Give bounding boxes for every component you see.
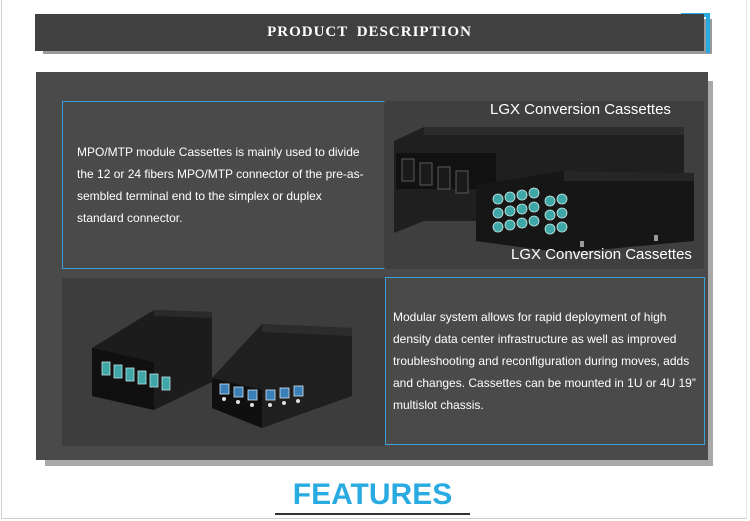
features-heading: FEATURES: [292, 478, 453, 511]
features-underline: [275, 513, 470, 515]
mpo-cassettes-illustration: [92, 310, 352, 428]
description-box-2: Modular system allows for rapid deployme…: [385, 277, 705, 445]
description-text-1: MPO/MTP module Cassettes is mainly used …: [77, 145, 364, 225]
description-box-1: MPO/MTP module Cassettes is mainly used …: [62, 101, 386, 269]
image-caption-bottom: LGX Conversion Cassettes: [511, 246, 692, 263]
lgx-cassettes-image: LGX Conversion Cassettes LGX Conversion …: [384, 101, 704, 269]
image-caption-top: LGX Conversion Cassettes: [490, 101, 671, 118]
banner-accent-side: [706, 13, 710, 53]
lgx-cassettes-illustration: [394, 127, 694, 253]
header-banner: PRODUCT DESCRIPTION: [35, 14, 704, 51]
description-text-2: Modular system allows for rapid deployme…: [393, 310, 696, 412]
mpo-cassettes-image: [62, 278, 385, 446]
page-title: PRODUCT DESCRIPTION: [267, 24, 472, 40]
